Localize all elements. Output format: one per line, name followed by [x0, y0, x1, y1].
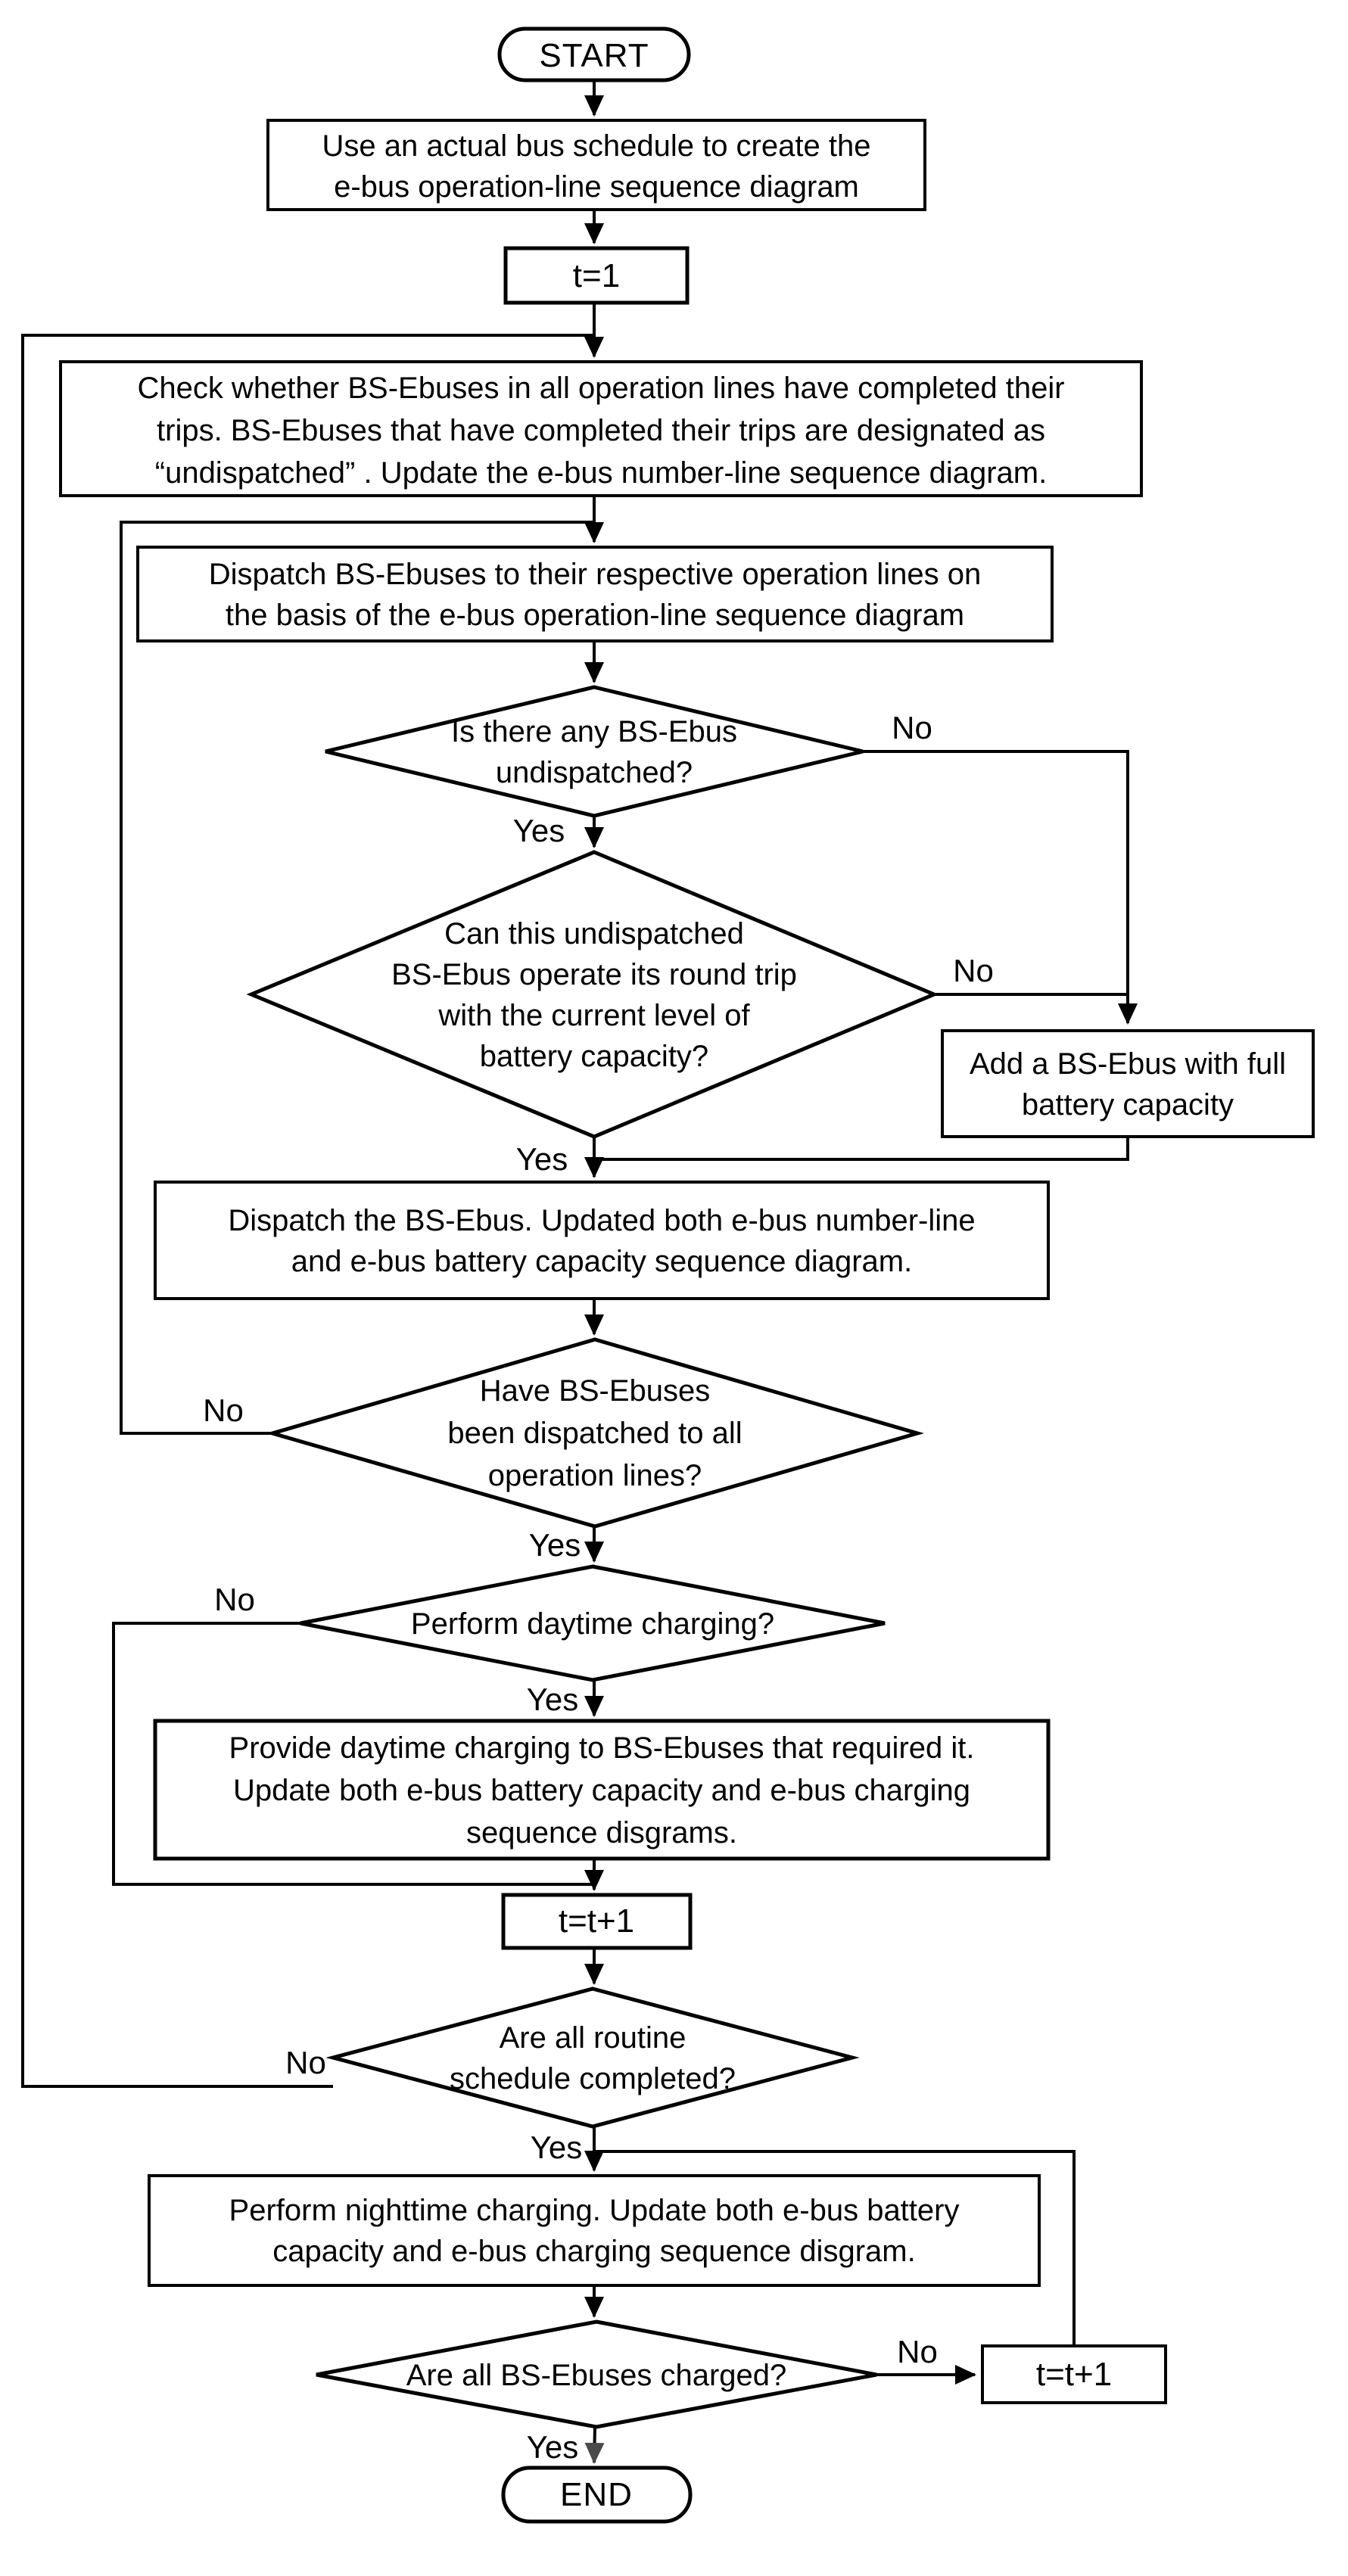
decision-any-undispatched [325, 685, 864, 818]
box-dispatch-bus-line1: Dispatch the BS-Ebus. Updated both e-bus… [228, 1204, 975, 1237]
decision-all-charged-line1: Are all BS-Ebuses charged? [406, 2359, 787, 2392]
box-t-increment-night-label: t=t+1 [1036, 2356, 1112, 2393]
start-terminal [497, 26, 691, 82]
label-yes-charged: Yes [527, 2429, 579, 2465]
connector-add-bus-return [594, 1137, 1129, 1161]
decision-all-dispatched-line1: Have BS-Ebuses [480, 1374, 711, 1408]
connector-d6-yes-to-end [584, 2426, 605, 2464]
box-use-schedule-line1: Use an actual bus schedule to create the [322, 129, 871, 163]
connector-undispatched-no [863, 750, 1138, 1025]
decision-can-operate-line3: with the current level of [437, 999, 750, 1032]
label-yes-all-dispatched: Yes [529, 1527, 581, 1563]
box-dispatch-lines-line1: Dispatch BS-Ebuses to their respective o… [209, 558, 982, 591]
connector-dispatched-no-feedback [120, 521, 594, 1435]
decision-routine-completed-line2: schedule completed? [450, 2062, 736, 2095]
connector-daytime-no-bypass [112, 1622, 594, 1886]
end-terminal [501, 2466, 693, 2524]
decision-can-operate-line2: BS-Ebus operate its round trip [391, 958, 797, 991]
box-t-increment-label: t=t+1 [559, 1902, 634, 1940]
box-add-bus [941, 1029, 1315, 1138]
decision-routine-completed-line1: Are all routine [500, 2021, 686, 2055]
decision-routine-completed [325, 1986, 860, 2129]
box-t-increment-night [981, 2344, 1167, 2404]
box-dispatch-lines [136, 546, 1054, 642]
decision-daytime-charging [300, 1564, 886, 1682]
decision-all-dispatched-line2: been dispatched to all [447, 1417, 742, 1450]
box-dispatch-bus [154, 1181, 1050, 1300]
decision-daytime-charging-line1: Perform daytime charging? [411, 1607, 774, 1641]
box-use-schedule-line2: e-bus operation-line sequence diagram [334, 170, 859, 204]
decision-can-operate-line1: Can this undispatched [444, 917, 744, 950]
start-label: START [539, 37, 649, 74]
decision-any-undispatched-line2: undispatched? [496, 756, 693, 789]
box-check-completed [59, 360, 1143, 497]
label-no-routine: No [285, 2045, 326, 2080]
box-t-increment [501, 1893, 693, 1950]
box-t-init [503, 246, 690, 305]
box-nighttime-charging [148, 2174, 1041, 2287]
box-dispatch-bus-line2: and e-bus battery capacity sequence diag… [291, 1245, 913, 1278]
label-no-charged: No [897, 2334, 938, 2369]
label-yes-routine: Yes [531, 2130, 583, 2165]
label-no-undispatched: No [892, 710, 932, 745]
box-check-completed-line1: Check whether BS-Ebuses in all operation… [137, 372, 1064, 405]
box-dispatch-lines-line2: the basis of the e-bus operation-line se… [226, 599, 964, 632]
box-daytime-charging-line2: Update both e-bus battery capacity and e… [233, 1774, 970, 1807]
box-add-bus-line2: battery capacity [1022, 1088, 1234, 1122]
label-yes-undispatched: Yes [513, 813, 565, 848]
label-yes-daytime: Yes [527, 1682, 579, 1717]
box-add-bus-line1: Add a BS-Ebus with full [970, 1047, 1286, 1081]
decision-any-undispatched-line1: Is there any BS-Ebus [451, 715, 737, 748]
box-use-schedule [266, 119, 926, 211]
label-no-can-operate: No [953, 953, 994, 988]
box-check-completed-line2: trips. BS-Ebuses that have completed the… [157, 414, 1045, 447]
label-no-all-dispatched: No [203, 1392, 244, 1428]
box-nighttime-charging-line1: Perform nighttime charging. Update both … [229, 2194, 960, 2227]
end-label: END [560, 2476, 633, 2513]
box-nighttime-charging-line2: capacity and e-bus charging sequence dis… [272, 2235, 915, 2268]
connector-routine-no-feedback [21, 334, 594, 2088]
decision-all-charged [316, 2319, 877, 2429]
label-yes-can-operate: Yes [516, 1141, 568, 1177]
decision-can-operate [246, 850, 939, 1139]
box-check-completed-line3: “undispatched” . Update the e-bus number… [155, 456, 1047, 490]
connector-night-loop-return [594, 2150, 1076, 2346]
decision-can-operate-line4: battery capacity? [480, 1040, 708, 1073]
decision-all-dispatched-line3: operation lines? [488, 1459, 702, 1492]
box-t-init-label: t=1 [573, 257, 620, 294]
label-no-daytime: No [214, 1582, 255, 1617]
box-daytime-charging-line3: sequence disgrams. [466, 1816, 737, 1850]
box-daytime-charging [153, 1719, 1051, 1861]
box-daytime-charging-line1: Provide daytime charging to BS-Ebuses th… [229, 1731, 975, 1765]
decision-all-dispatched [266, 1337, 924, 1529]
